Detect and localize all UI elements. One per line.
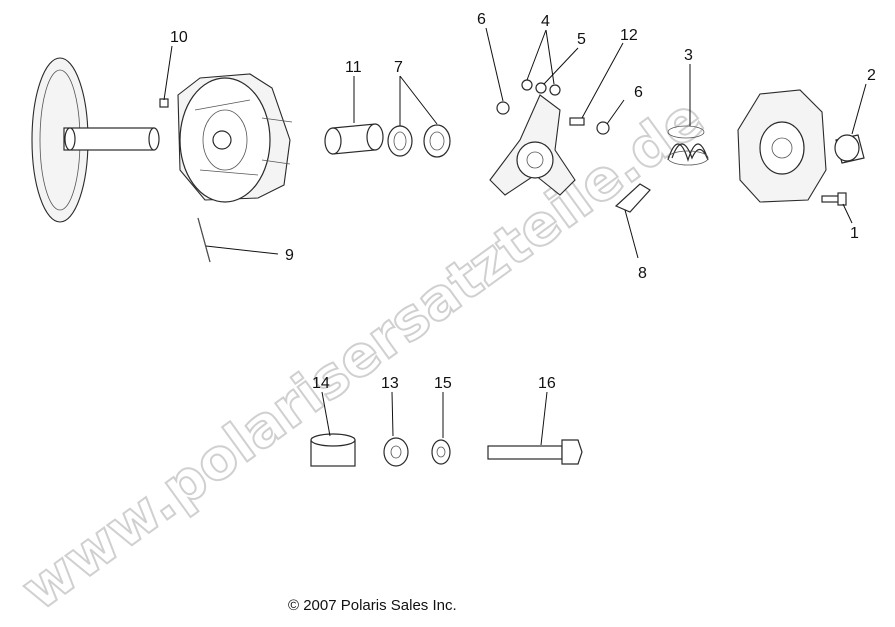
callout-2: 2 [867, 67, 876, 84]
callout-8: 8 [638, 265, 647, 282]
callout-11: 11 [345, 59, 362, 76]
callout-6-right: 6 [634, 84, 643, 101]
spacer-part [310, 433, 356, 467]
spider-part [489, 94, 576, 196]
spring-part [667, 125, 709, 166]
callout-3: 3 [684, 47, 693, 64]
callout-6-left: 6 [477, 11, 486, 28]
callout-9: 9 [285, 247, 294, 264]
callout-16: 16 [538, 375, 556, 392]
callout-12: 12 [620, 27, 638, 44]
callout-7: 7 [394, 59, 403, 76]
spider-pin-part [197, 217, 211, 263]
washer-part-13 [383, 437, 409, 467]
watermark-text: www.polarisersatzteile.de [10, 86, 716, 624]
roller-pin-part [159, 98, 169, 108]
washer-part-15 [431, 439, 451, 465]
cover-bushing-part [834, 134, 865, 164]
cover-part [737, 89, 827, 203]
leader-lines [163, 27, 867, 446]
callout-15: 15 [434, 375, 452, 392]
bushing-part [324, 123, 384, 155]
callout-13: 13 [381, 375, 399, 392]
callout-1: 1 [850, 225, 859, 242]
callout-5: 5 [577, 31, 586, 48]
callout-10: 10 [170, 29, 188, 46]
fixed-sheave [31, 57, 160, 223]
copyright-notice: © 2007 Polaris Sales Inc. [288, 597, 457, 614]
bolt-part-16 [487, 439, 583, 465]
cover-bolt-part [821, 192, 847, 206]
callout-4: 4 [541, 13, 550, 30]
seal-ring-pair [387, 124, 451, 158]
callout-14: 14 [312, 375, 330, 392]
moveable-sheave [177, 73, 293, 203]
